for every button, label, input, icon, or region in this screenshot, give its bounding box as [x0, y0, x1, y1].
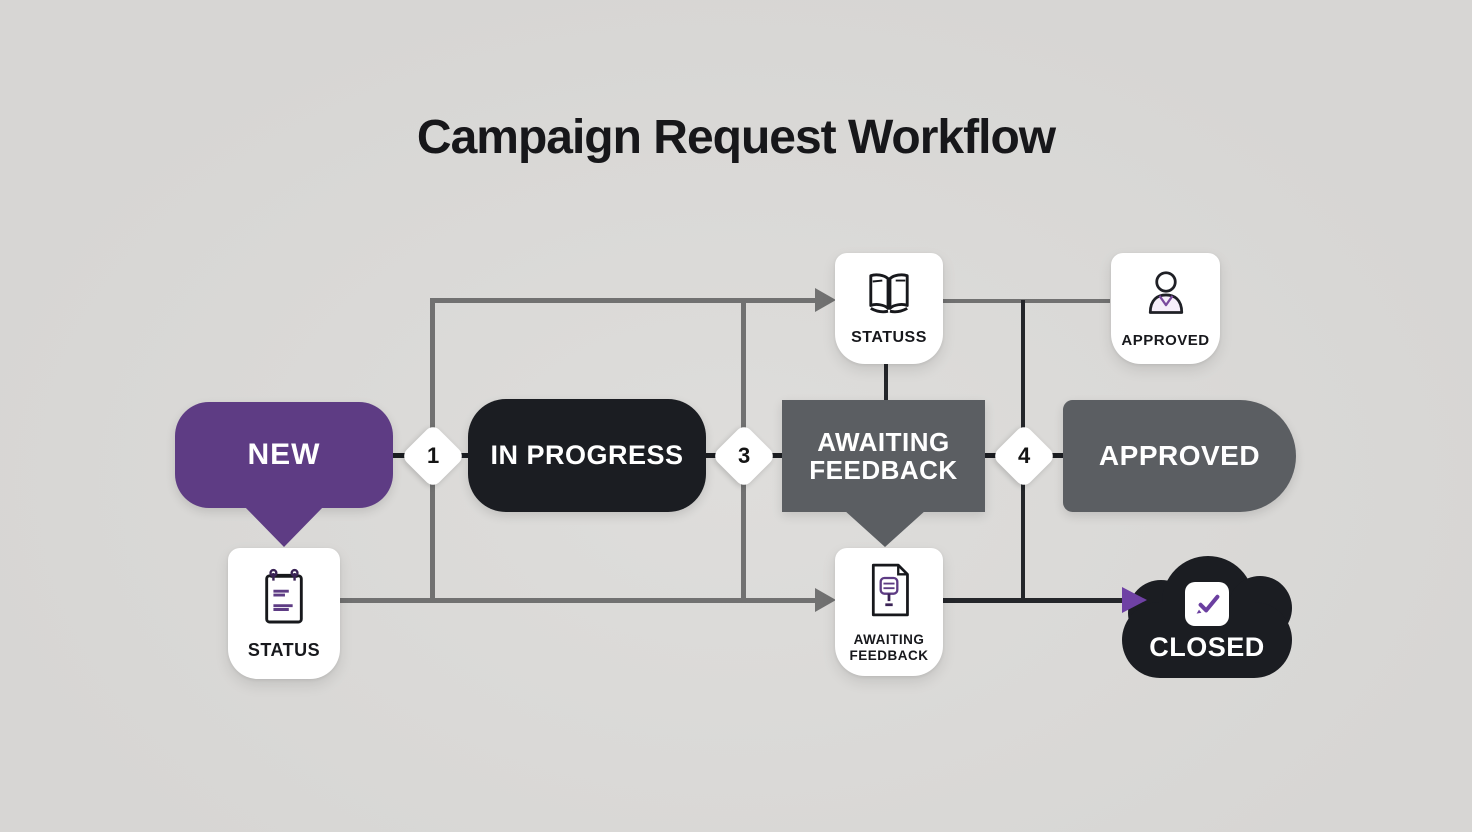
card-awaiting-bottom: AWAITING FEEDBACK	[835, 548, 943, 676]
node-approved-label: APPROVED	[1098, 440, 1261, 471]
stub-awaiting-step4	[983, 453, 1003, 458]
open-book-icon	[860, 270, 918, 321]
stub-step4-approved	[1043, 453, 1065, 458]
node-awaiting-feedback-tail	[844, 510, 926, 547]
card-status-bottom-label: STATUS	[247, 639, 321, 660]
card-approved-top: APPROVED	[1111, 253, 1220, 364]
step-4-diamond: 4	[991, 423, 1057, 489]
node-closed-label: CLOSED	[1149, 632, 1265, 662]
stub-step1-inprogress	[455, 453, 473, 458]
step-4-number: 4	[1017, 443, 1031, 468]
document-icon	[865, 561, 913, 624]
stub-new-step1	[391, 453, 410, 458]
card-status-bottom: STATUS	[228, 548, 340, 679]
step-3-diamond: 3	[711, 423, 777, 489]
node-awaiting-feedback-label: AWAITING FEEDBACK	[809, 428, 957, 484]
node-new-tail	[243, 505, 325, 547]
connector-top-horizontal	[430, 298, 820, 303]
arrow-right-icon	[815, 588, 836, 612]
card-approved-top-label: APPROVED	[1121, 331, 1210, 349]
card-status-top: STATUSS	[835, 253, 943, 364]
node-in-progress-label: IN PROGRESS	[490, 440, 684, 470]
connector-bottom-horizontal	[334, 598, 818, 603]
awaiting-card-line1: AWAITING	[853, 631, 925, 647]
node-closed: CLOSED	[1122, 556, 1292, 678]
page-title: Campaign Request Workflow	[416, 111, 1056, 164]
stub-inprogress-step3	[704, 453, 723, 458]
step-1-number: 1	[426, 443, 440, 468]
person-icon	[1140, 269, 1192, 324]
connector-status-to-awaiting	[884, 364, 888, 402]
connector-top-right-horizontal	[943, 299, 1110, 303]
arrow-right-icon	[815, 288, 836, 312]
clipboard-icon	[259, 567, 309, 632]
node-awaiting-feedback: AWAITING FEEDBACK	[782, 400, 985, 512]
card-awaiting-bottom-label: AWAITING FEEDBACK	[849, 632, 928, 664]
arrow-right-icon	[1122, 587, 1147, 613]
connector-to-closed	[943, 598, 1128, 603]
node-new-label: NEW	[247, 438, 321, 471]
awaiting-line1: AWAITING	[817, 426, 950, 457]
awaiting-line2: FEEDBACK	[809, 455, 958, 485]
step-3-number: 3	[737, 443, 751, 468]
awaiting-card-line2: FEEDBACK	[849, 647, 929, 663]
node-new: NEW	[175, 402, 393, 508]
card-status-top-label: STATUSS	[851, 329, 927, 346]
node-approved: APPROVED	[1063, 400, 1296, 512]
node-in-progress: IN PROGRESS	[468, 399, 706, 512]
step-1-diamond: 1	[400, 423, 466, 489]
check-icon	[1185, 582, 1229, 626]
